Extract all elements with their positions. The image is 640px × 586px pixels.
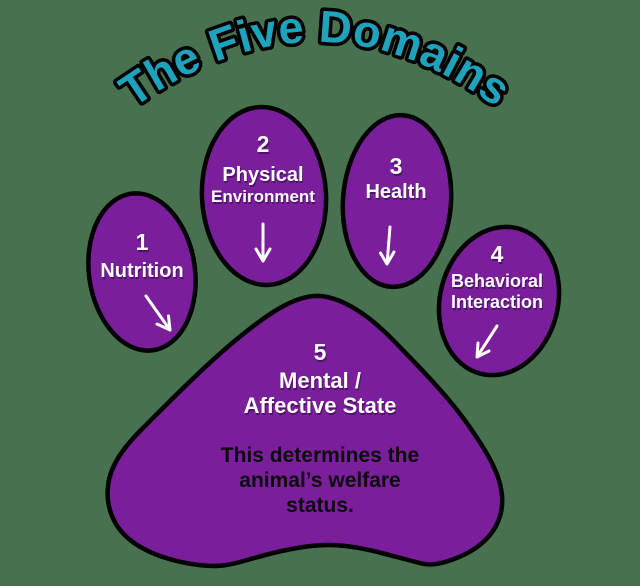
domain-2: 2 Physical Environment <box>199 104 329 288</box>
domain-4-number: 4 <box>491 241 504 267</box>
domain-1-label: Nutrition <box>100 260 183 282</box>
domain-1: 1 Nutrition <box>86 191 198 353</box>
domain-3-number: 3 <box>390 153 403 179</box>
domain-4-label-line-1: Behavioral <box>451 271 543 291</box>
domain-4-label-line-2: Interaction <box>451 292 543 312</box>
toe-pad-3-shape <box>340 112 454 290</box>
domain-5-label-line-2: Affective State <box>244 393 397 418</box>
domain-5-number: 5 <box>314 339 327 365</box>
welfare-note-line-2: animal’s welfare <box>239 469 400 492</box>
domain-5-label-line-1: Mental / <box>279 368 361 393</box>
domain-1-number: 1 <box>136 229 149 255</box>
domain-2-number: 2 <box>257 131 270 157</box>
domain-3-label: Health <box>365 181 426 203</box>
domain-2-label-line-1: Physical <box>222 164 303 186</box>
domain-3: 3 Health <box>340 112 454 290</box>
welfare-note-line-1: This determines the <box>221 444 419 467</box>
arrow-down-icon <box>254 222 272 263</box>
arrow-down-icon <box>379 225 396 266</box>
main-pad-shape <box>105 293 505 569</box>
domain-4: 4 Behavioral Interaction <box>436 224 562 378</box>
welfare-note-line-3: status. <box>286 494 354 517</box>
toe-pad-1-shape <box>86 191 198 353</box>
domain-2-label-line-2: Environment <box>211 187 315 206</box>
toe-pad-2-shape <box>199 104 329 288</box>
arrow-down-right-icon <box>144 294 172 332</box>
domain-5: 5 Mental / Affective State This determin… <box>105 293 505 569</box>
arrow-down-left-icon <box>475 324 499 359</box>
toe-pad-4-shape <box>436 224 562 378</box>
